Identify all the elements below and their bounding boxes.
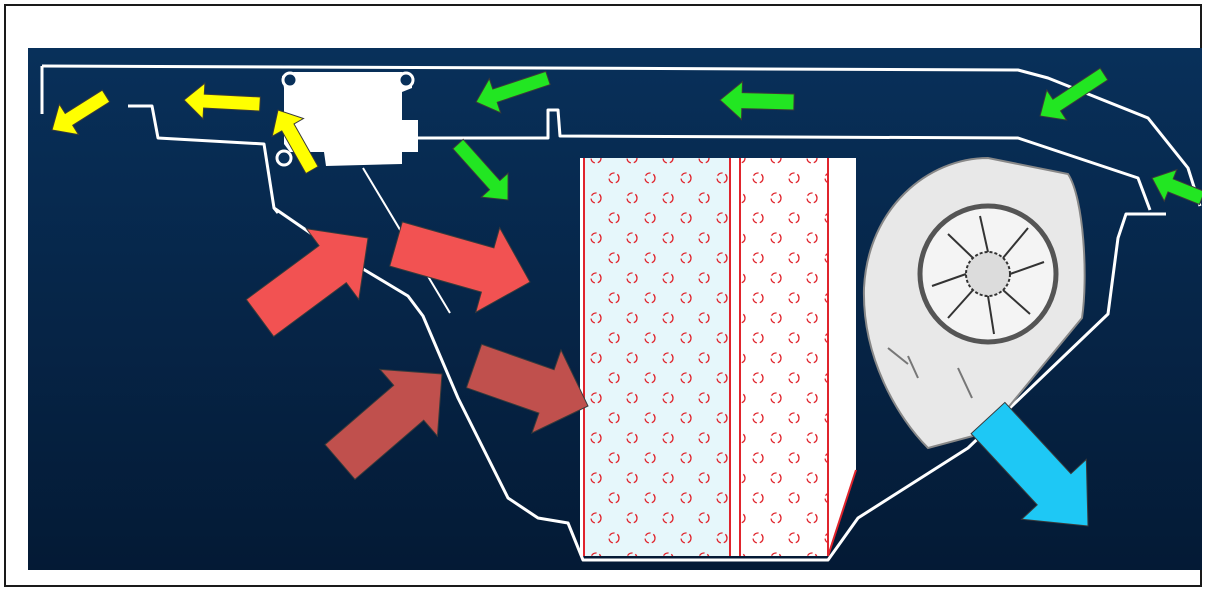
fresh-air-arrow-1 (475, 70, 551, 114)
outlet-air-arrow-2 (183, 82, 261, 121)
cold-air-arrow (970, 401, 1089, 527)
warm-air-arrow-2 (465, 343, 589, 434)
hvac-airflow-diagram (28, 48, 1202, 570)
heat-exchanger-core (580, 158, 857, 557)
diagram-frame (4, 4, 1202, 587)
inner-duct-lower (413, 108, 1152, 211)
fresh-air-arrow-3 (1039, 67, 1109, 121)
arrows (51, 67, 1202, 527)
fresh-air-arrow-5 (452, 138, 509, 201)
inner-duct-top (128, 104, 1166, 562)
fresh-air-arrow-4 (1151, 168, 1202, 206)
blower-fan-icon (862, 156, 1086, 450)
duct-outline (40, 64, 1202, 562)
hot-air-arrow-2 (389, 221, 531, 314)
outer-duct-line (41, 64, 1202, 207)
warm-air-arrow-1 (324, 368, 443, 481)
fresh-air-arrow-2 (719, 80, 795, 121)
inner-duct-bottom-left (272, 207, 280, 214)
hot-air-arrow-1 (245, 228, 369, 338)
outlet-air-arrow-3 (271, 109, 319, 175)
hvac-unit-illustration (28, 48, 1202, 570)
outlet-air-arrow-1 (51, 89, 111, 136)
damper-actuator (275, 71, 418, 167)
